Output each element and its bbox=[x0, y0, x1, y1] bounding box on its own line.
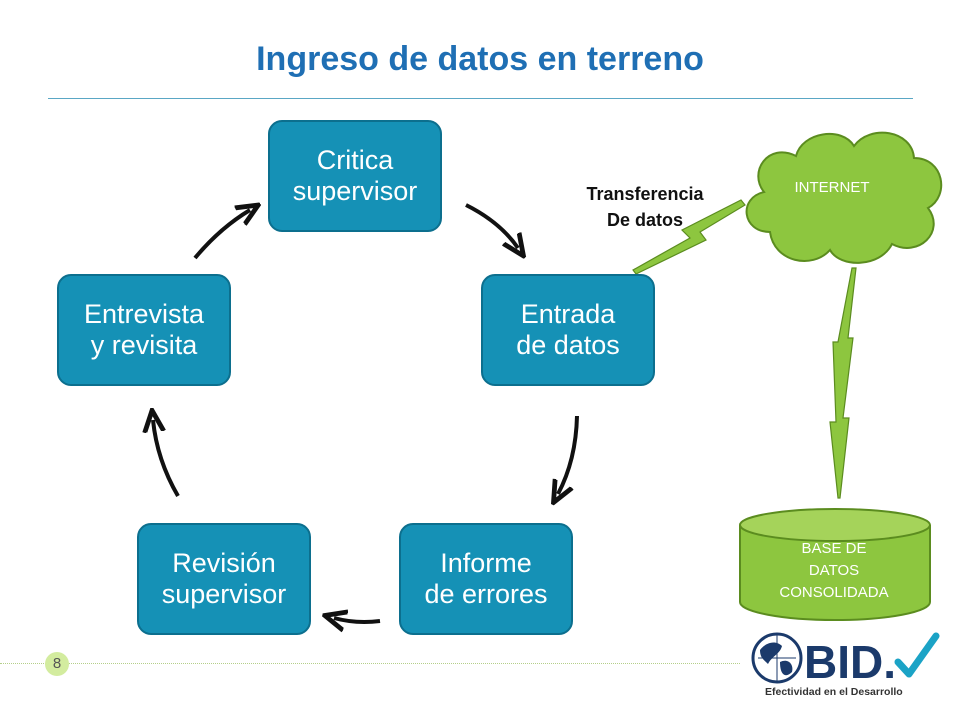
arrow-informe-to-revision bbox=[334, 618, 381, 622]
node-label: supervisor bbox=[292, 176, 418, 206]
arrow-revision-to-entrevista bbox=[153, 420, 180, 498]
transfer-label: Transferencia De datos bbox=[560, 181, 730, 233]
lightning-bolt-database bbox=[829, 267, 857, 499]
node-label: Informe bbox=[440, 548, 532, 578]
node-label: de datos bbox=[516, 330, 620, 360]
database-label-line: BASE DE bbox=[801, 540, 867, 557]
page-number: 8 bbox=[45, 652, 69, 676]
database-label-line: DATOS bbox=[808, 562, 860, 579]
node-label: Revisión bbox=[172, 548, 276, 578]
node-label: supervisor bbox=[161, 579, 287, 609]
node-informe-de-errores: Informe de errores bbox=[399, 523, 573, 635]
transfer-line: De datos bbox=[606, 210, 684, 230]
arrow-critica-to-entrada bbox=[465, 203, 518, 248]
node-revision-supervisor: Revisión supervisor bbox=[137, 523, 311, 635]
node-critica-supervisor: Critica supervisor bbox=[268, 120, 442, 232]
node-entrevista-y-revisita: Entrevista y revisita bbox=[57, 274, 231, 386]
database-cylinder bbox=[739, 508, 931, 621]
page-title: Ingreso de datos en terreno bbox=[256, 40, 704, 78]
node-label: Entrada bbox=[520, 299, 616, 329]
node-entrada-de-datos: Entrada de datos bbox=[481, 274, 655, 386]
database-label-line: CONSOLIDADA bbox=[779, 584, 889, 601]
transfer-line: Transferencia bbox=[586, 184, 704, 204]
lightning-bolt-transfer bbox=[632, 199, 746, 275]
arrow-entrevista-to-critica bbox=[193, 210, 250, 260]
logo-text: BID. bbox=[804, 636, 896, 688]
node-label: y revisita bbox=[90, 330, 198, 360]
bid-logo: BID. bbox=[751, 632, 940, 688]
node-label: de errores bbox=[424, 579, 548, 609]
globe-icon bbox=[751, 632, 803, 684]
arrow-entrada-to-informe bbox=[558, 415, 579, 494]
internet-cloud bbox=[745, 131, 943, 264]
logo-subtitle: Efectividad en el Desarrollo bbox=[765, 686, 903, 698]
database-label: BASE DE DATOS CONSOLIDADA bbox=[744, 538, 924, 604]
footer-divider bbox=[0, 663, 740, 664]
node-label: Critica bbox=[316, 145, 394, 175]
title-divider bbox=[48, 98, 913, 99]
node-label: Entrevista bbox=[83, 299, 205, 329]
internet-label: INTERNET bbox=[794, 179, 870, 196]
checkmark-icon bbox=[894, 632, 940, 678]
